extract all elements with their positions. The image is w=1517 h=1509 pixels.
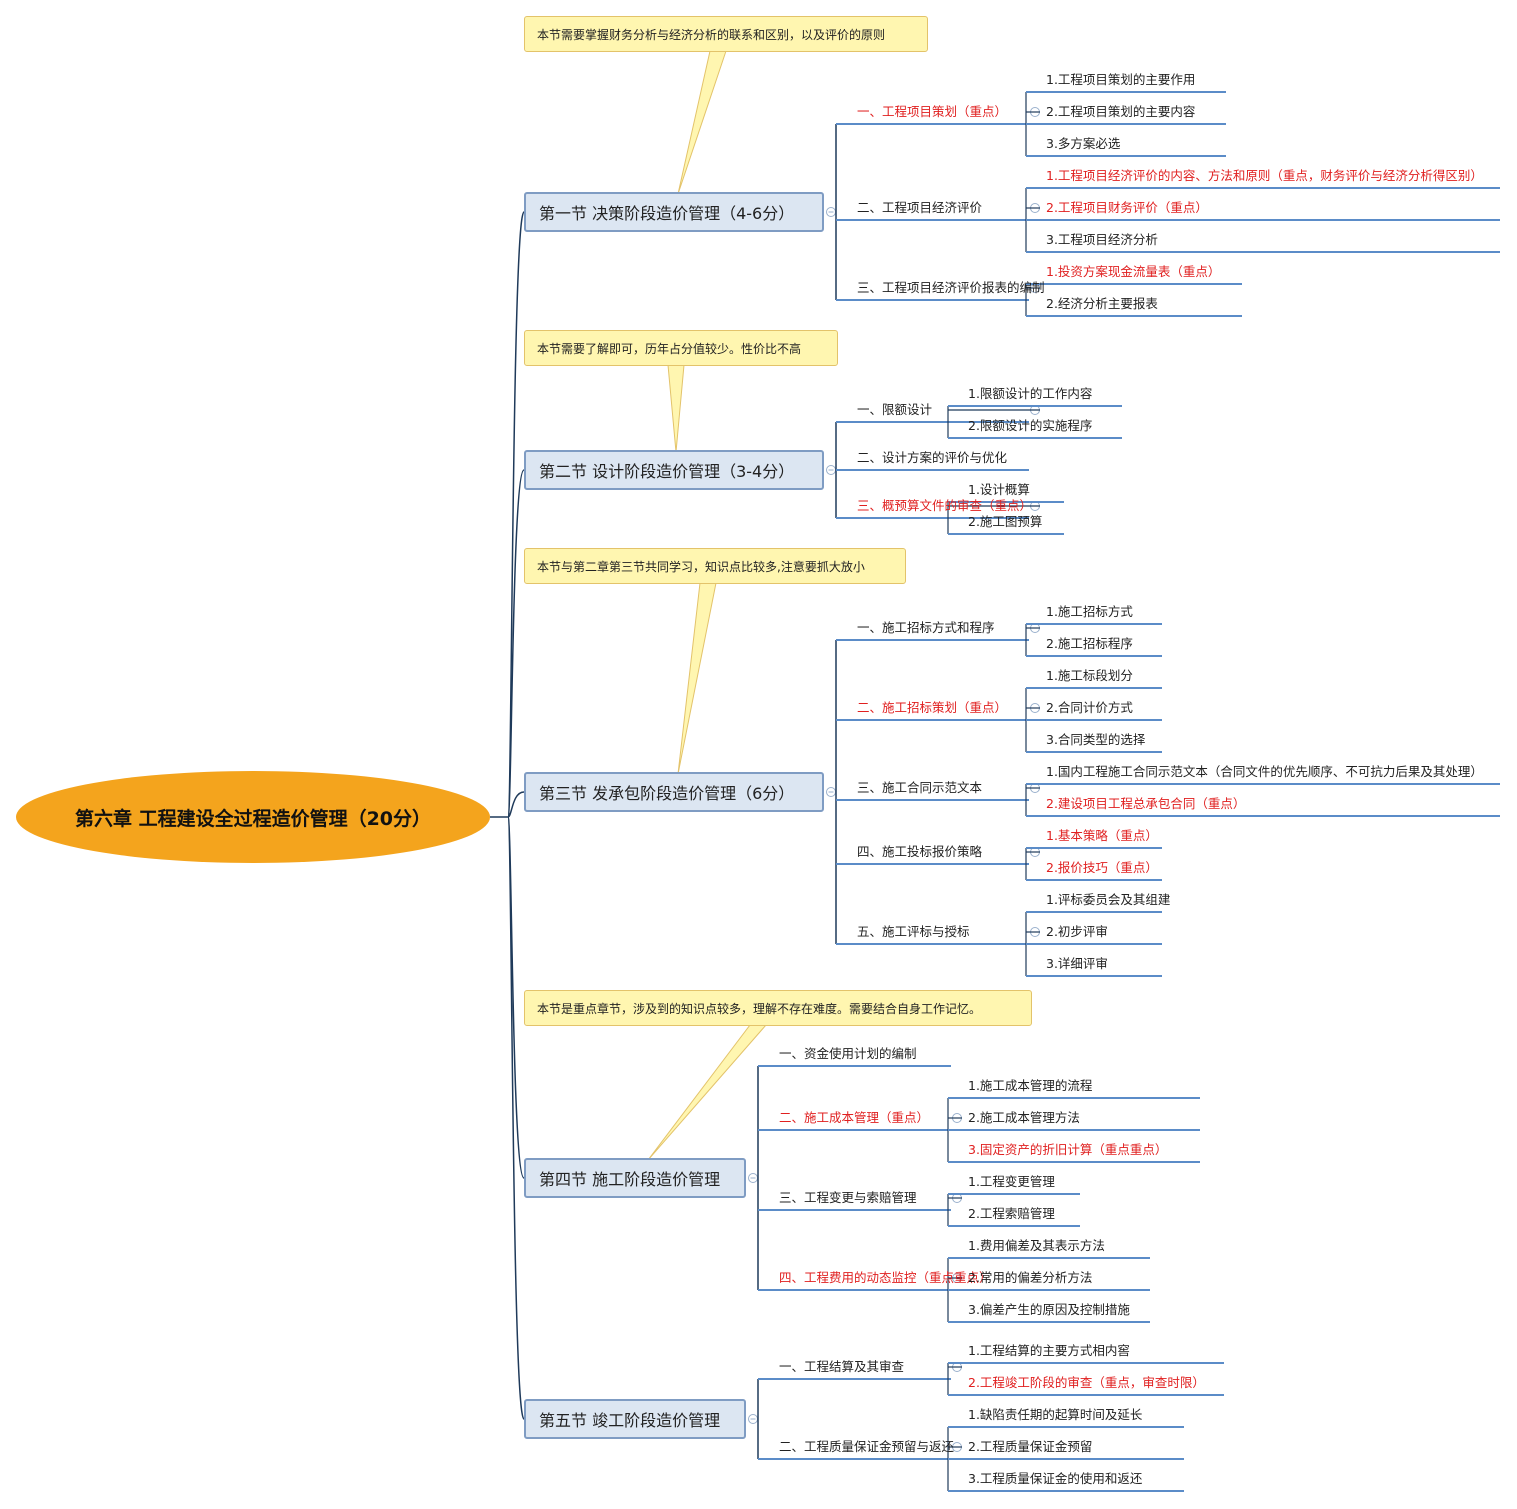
item-4-4-1[interactable]: 1.费用偏差及其表示方法	[968, 1238, 1105, 1253]
section-1[interactable]: 第一节 决策阶段造价管理（4-6分）	[524, 192, 824, 232]
item-2-1-1[interactable]: 1.限额设计的工作内容	[968, 386, 1093, 401]
topic-4-1[interactable]: 一、资金使用计划的编制	[779, 1046, 917, 1061]
note-pointer-3	[677, 582, 717, 775]
item-5-1-2[interactable]: 2.工程竣工阶段的审查（重点，审查时限）	[968, 1375, 1205, 1390]
section-note-1[interactable]: 本节需要掌握财务分析与经济分析的联系和区别，以及评价的原则	[524, 16, 928, 52]
topic-1-2[interactable]: 二、工程项目经济评价	[857, 200, 983, 215]
item-4-2-3[interactable]: 3.固定资产的折旧计算（重点重点）	[968, 1142, 1168, 1157]
section-note-2[interactable]: 本节需要了解即可，历年占分值较少。性价比不高	[524, 330, 838, 366]
section-5[interactable]: 第五节 竣工阶段造价管理	[524, 1399, 746, 1439]
item-3-1-2[interactable]: 2.施工招标程序	[1046, 636, 1133, 651]
item-4-2-1[interactable]: 1.施工成本管理的流程	[968, 1078, 1093, 1093]
item-3-1-1[interactable]: 1.施工招标方式	[1046, 604, 1133, 619]
section-connector-5	[507, 816, 525, 1420]
section-note-3[interactable]: 本节与第二章第三节共同学习，知识点比较多,注意要抓大放小	[524, 548, 906, 584]
item-5-2-2[interactable]: 2.工程质量保证金预留	[968, 1439, 1093, 1454]
topic-3-3[interactable]: 三、施工合同示范文本	[857, 780, 983, 795]
item-4-2-2[interactable]: 2.施工成本管理方法	[968, 1110, 1080, 1125]
item-4-3-1[interactable]: 1.工程变更管理	[968, 1174, 1055, 1189]
section-note-4[interactable]: 本节是重点章节，涉及到的知识点较多，理解不存在难度。需要结合自身工作记忆。	[524, 990, 1032, 1026]
item-3-3-2[interactable]: 2.建设项目工程总承包合同（重点）	[1046, 796, 1246, 811]
item-2-3-1[interactable]: 1.设计概算	[968, 482, 1030, 497]
item-2-3-2[interactable]: 2.施工图预算	[968, 514, 1043, 529]
item-1-2-3[interactable]: 3.工程项目经济分析	[1046, 232, 1158, 247]
section-connector-3	[507, 791, 525, 818]
note-pointer-2	[667, 364, 685, 453]
topic-3-2[interactable]: 二、施工招标策划（重点）	[857, 700, 1008, 715]
topic-2-2[interactable]: 二、设计方案的评价与优化	[857, 450, 1008, 465]
topic-5-1[interactable]: 一、工程结算及其审查	[779, 1359, 905, 1374]
item-1-2-1[interactable]: 1.工程项目经济评价的内容、方法和原则（重点，财务评价与经济分析得区别）	[1046, 168, 1483, 183]
item-4-4-2[interactable]: 2.常用的偏差分析方法	[968, 1270, 1093, 1285]
item-4-3-2[interactable]: 2.工程索赔管理	[968, 1206, 1055, 1221]
item-1-3-2[interactable]: 2.经济分析主要报表	[1046, 296, 1158, 311]
item-3-4-1[interactable]: 1.基本策略（重点）	[1046, 828, 1158, 843]
item-1-3-1[interactable]: 1.投资方案现金流量表（重点）	[1046, 264, 1221, 279]
section-connector-1	[507, 211, 525, 818]
note-pointer-1	[677, 50, 727, 195]
topic-3-1[interactable]: 一、施工招标方式和程序	[857, 620, 995, 635]
topic-3-5[interactable]: 五、施工评标与授标	[857, 924, 970, 939]
item-3-3-1[interactable]: 1.国内工程施工合同示范文本（合同文件的优先顺序、不可抗力后果及其处理）	[1046, 764, 1483, 779]
topic-1-1[interactable]: 一、工程项目策划（重点）	[857, 104, 1008, 119]
item-5-1-1[interactable]: 1.工程结算的主要方式相内窖	[968, 1343, 1130, 1358]
topic-4-3[interactable]: 三、工程变更与索赔管理	[779, 1190, 917, 1205]
topic-4-2[interactable]: 二、施工成本管理（重点）	[779, 1110, 930, 1125]
item-4-4-3[interactable]: 3.偏差产生的原因及控制措施	[968, 1302, 1130, 1317]
item-1-2-2[interactable]: 2.工程项目财务评价（重点）	[1046, 200, 1208, 215]
item-5-2-1[interactable]: 1.缺陷责任期的起算时间及延长	[968, 1407, 1143, 1422]
item-3-2-3[interactable]: 3.合同类型的选择	[1046, 732, 1146, 747]
item-3-5-1[interactable]: 1.评标委员会及其组建	[1046, 892, 1171, 907]
topic-2-3[interactable]: 三、概预算文件的审查（重点）	[857, 498, 1033, 513]
item-3-2-1[interactable]: 1.施工标段划分	[1046, 668, 1133, 683]
section-2[interactable]: 第二节 设计阶段造价管理（3-4分）	[524, 450, 824, 490]
item-1-1-3[interactable]: 3.多方案必选	[1046, 136, 1121, 151]
item-1-1-2[interactable]: 2.工程项目策划的主要内容	[1046, 104, 1196, 119]
section-3[interactable]: 第三节 发承包阶段造价管理（6分）	[524, 772, 824, 812]
item-3-2-2[interactable]: 2.合同计价方式	[1046, 700, 1133, 715]
topic-3-4[interactable]: 四、施工投标报价策略	[857, 844, 983, 859]
topic-2-1[interactable]: 一、限额设计	[857, 402, 933, 417]
section-connector-2	[507, 469, 525, 818]
item-1-1-1[interactable]: 1.工程项目策划的主要作用	[1046, 72, 1196, 87]
topic-4-4[interactable]: 四、工程费用的动态监控（重点重点）	[779, 1270, 992, 1285]
root-topic[interactable]: 第六章 工程建设全过程造价管理（20分）	[16, 771, 490, 863]
topic-1-3[interactable]: 三、工程项目经济评价报表的编制	[857, 280, 1045, 295]
topic-5-2[interactable]: 二、工程质量保证金预留与返还	[779, 1439, 955, 1454]
note-pointer-4	[647, 1024, 768, 1161]
item-3-5-3[interactable]: 3.详细评审	[1046, 956, 1108, 971]
section-4[interactable]: 第四节 施工阶段造价管理	[524, 1158, 746, 1198]
item-3-5-2[interactable]: 2.初步评审	[1046, 924, 1108, 939]
item-2-1-2[interactable]: 2.限额设计的实施程序	[968, 418, 1093, 433]
item-3-4-2[interactable]: 2.报价技巧（重点）	[1046, 860, 1158, 875]
item-5-2-3[interactable]: 3.工程质量保证金的使用和返还	[968, 1471, 1143, 1486]
